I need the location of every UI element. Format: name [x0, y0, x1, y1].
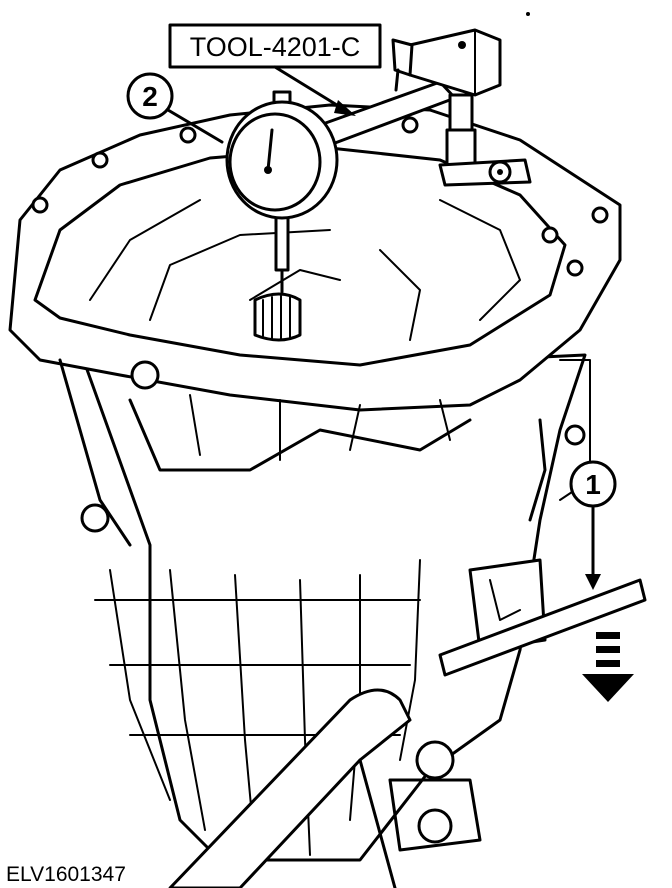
dial-indicator	[225, 90, 339, 294]
tool-label: TOOL-4201-C	[168, 23, 382, 116]
callout-2: 2	[126, 72, 224, 144]
callout-2-number: 2	[142, 81, 158, 112]
callout-1-number: 1	[585, 469, 601, 500]
margin-dot	[526, 12, 530, 16]
callout-1: 1	[569, 460, 617, 590]
figure-code: ELV1601347	[6, 863, 126, 886]
tool-label-text: TOOL-4201-C	[190, 32, 361, 62]
tool-4201-c	[318, 28, 532, 187]
pry-bar	[168, 578, 647, 888]
input-shaft	[253, 292, 302, 342]
transmission-case	[78, 348, 587, 862]
down-arrow-icon	[582, 632, 634, 702]
